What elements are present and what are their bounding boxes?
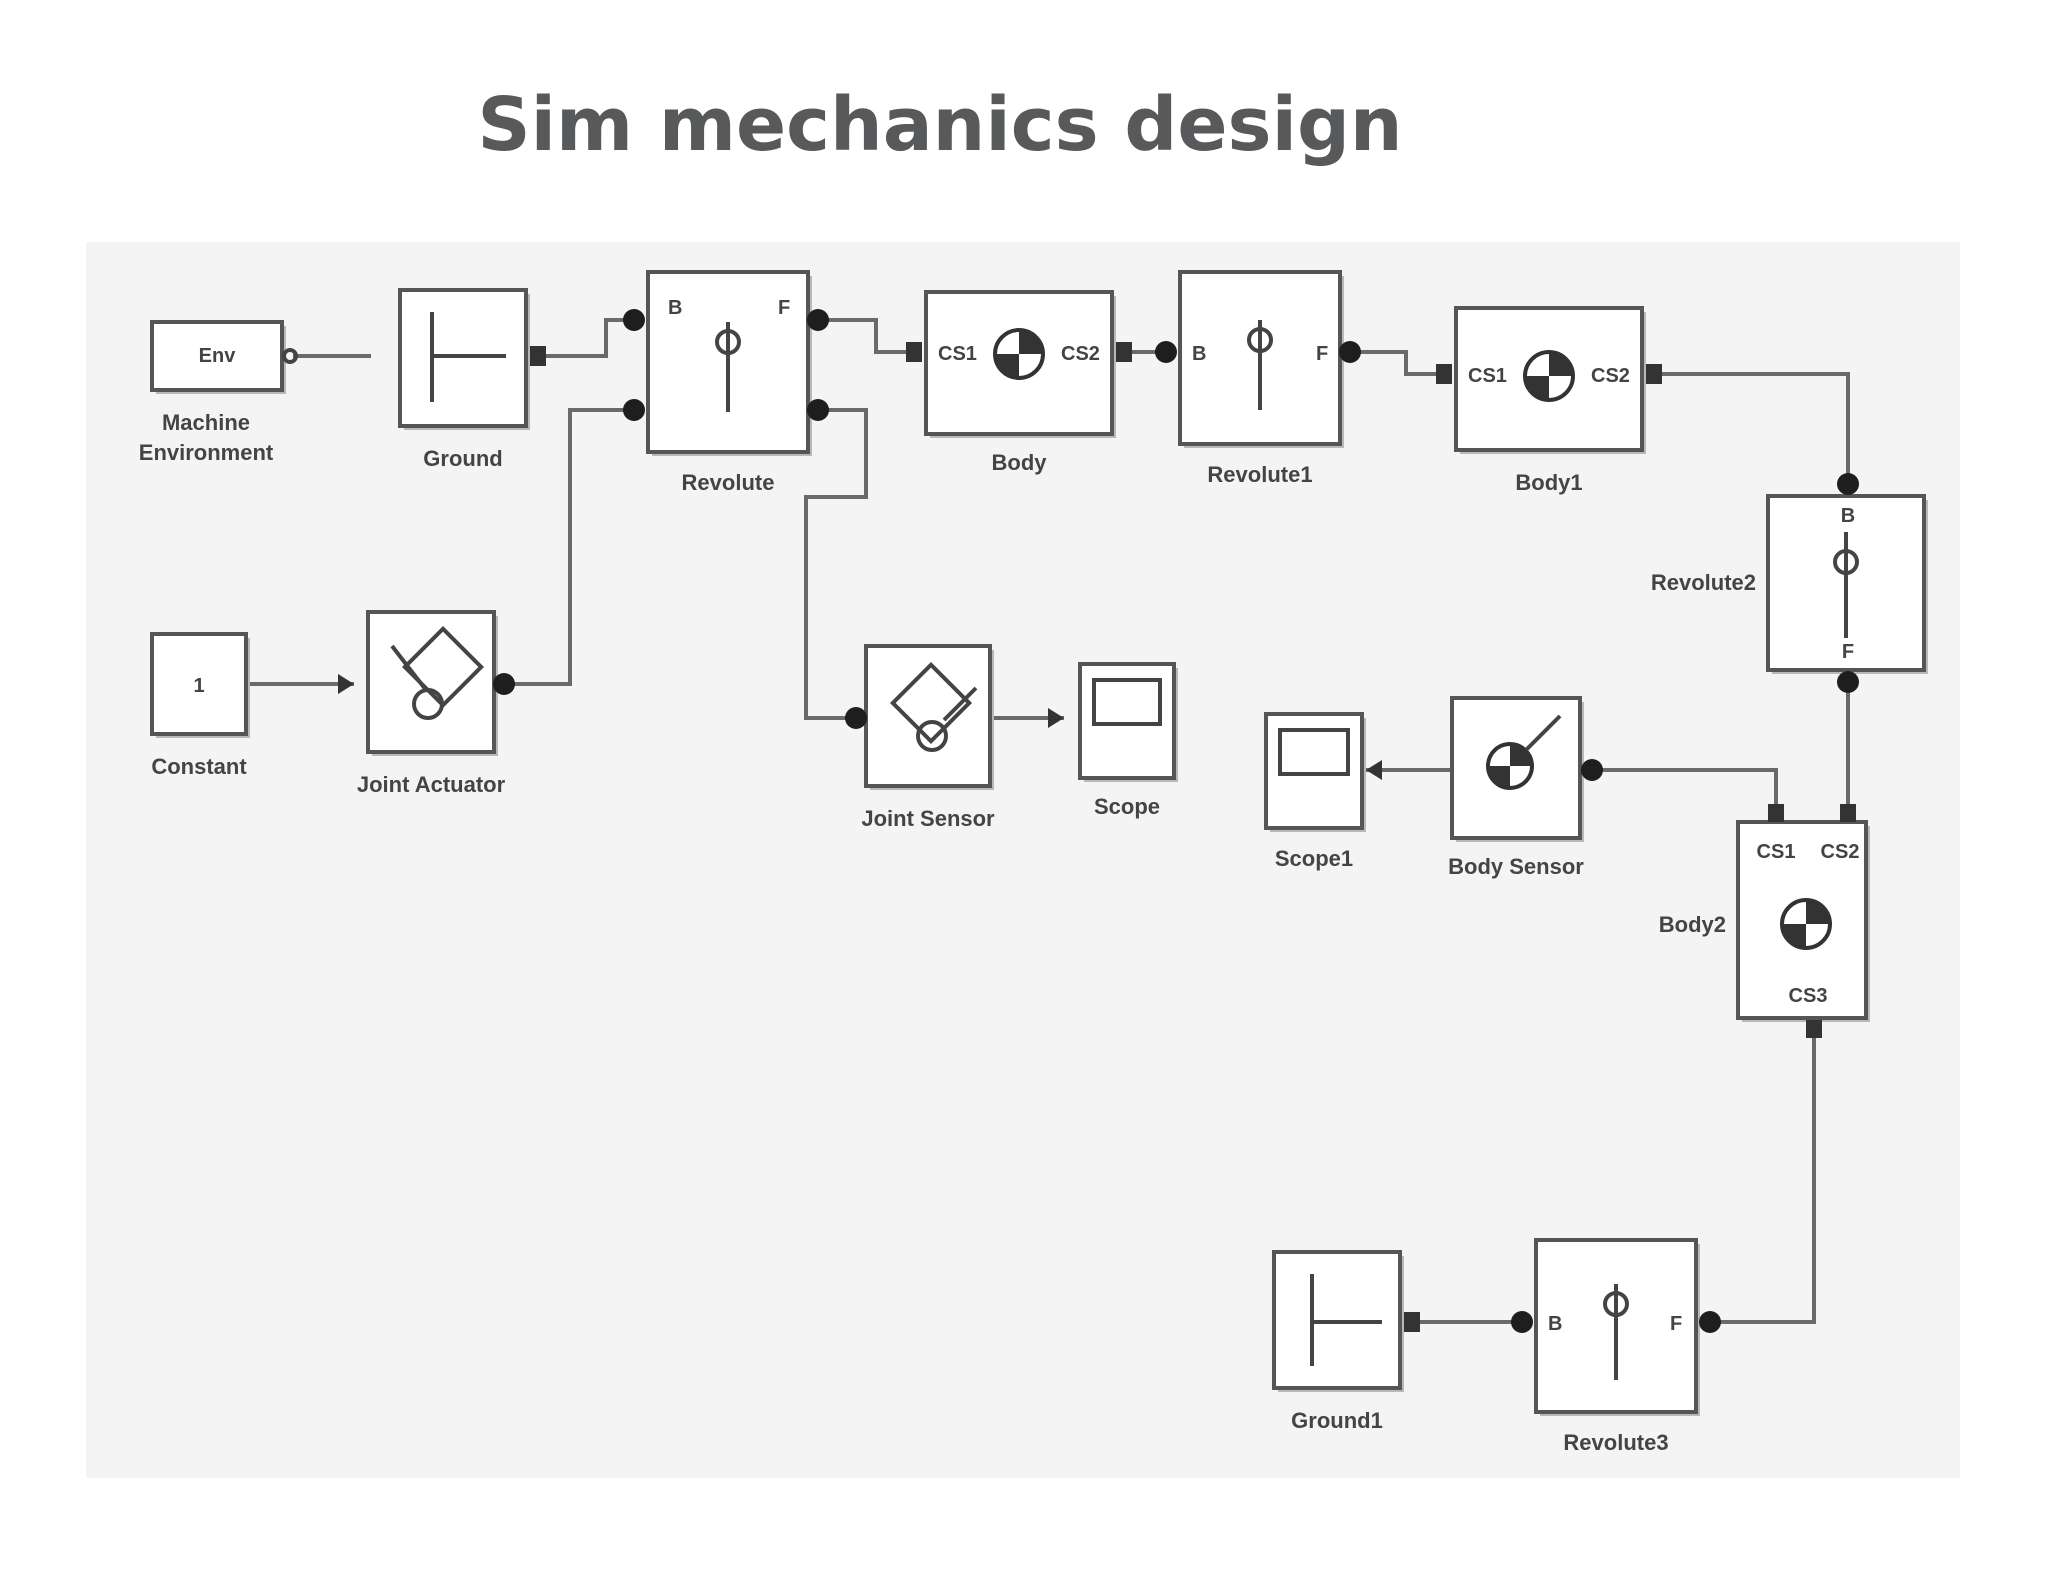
revolute3-label: Revolute3	[1563, 1430, 1668, 1455]
body1-label: Body1	[1515, 470, 1582, 495]
joint-sensor-icon	[889, 661, 978, 752]
machine-env-label-line2: Environment	[139, 440, 274, 465]
env-block-text: Env	[199, 345, 237, 367]
port-icon[interactable]	[493, 673, 515, 695]
block-scope[interactable]: Scope	[1078, 662, 1178, 819]
body1-port-cs1-label: CS1	[1468, 365, 1507, 387]
block-body2[interactable]: CS1 CS2 CS3 Body2	[1659, 804, 1870, 1038]
connection-port-icon[interactable]	[1768, 804, 1784, 822]
machine-env-label-line1: Machine	[162, 410, 250, 435]
connection-port-icon	[282, 348, 298, 364]
signal-arrowheads	[338, 674, 1382, 780]
port-icon[interactable]	[807, 399, 829, 421]
arrowhead-icon	[338, 674, 354, 694]
revolute2-port-b-label: B	[1841, 505, 1855, 527]
block-body1[interactable]: CS1 CS2 Body1	[1436, 306, 1662, 495]
port-icon[interactable]	[623, 309, 645, 331]
body1-port-cs2-label: CS2	[1591, 365, 1630, 387]
ground-label: Ground	[423, 446, 502, 471]
connection-port-icon[interactable]	[1116, 342, 1132, 362]
body2-port-cs3-label: CS3	[1789, 985, 1828, 1007]
scope-screen-icon	[1278, 728, 1350, 776]
revolute-port-b-label: B	[668, 297, 682, 319]
revolute1-port-b-label: B	[1192, 343, 1206, 365]
body2-port-cs1-label: CS1	[1757, 841, 1796, 863]
block-ground[interactable]: Ground	[398, 288, 546, 471]
body-port-cs1-label: CS1	[938, 343, 977, 365]
body-mass-icon	[1780, 898, 1832, 950]
port-icon[interactable]	[1837, 473, 1859, 495]
arrowhead-icon	[1048, 708, 1064, 728]
joint-sensor-label: Joint Sensor	[861, 806, 995, 831]
scope-screen-icon	[1092, 678, 1162, 726]
revolute3-port-f-label: F	[1670, 1313, 1682, 1335]
ground1-label: Ground1	[1291, 1408, 1383, 1433]
port-icon[interactable]	[1581, 759, 1603, 781]
joint-actuator-label: Joint Actuator	[357, 772, 506, 797]
block-body[interactable]: CS1 CS2 Body	[906, 290, 1132, 475]
revolute2-port-f-label: F	[1842, 641, 1854, 663]
body2-port-cs2-label: CS2	[1821, 841, 1860, 863]
body-mass-icon	[1523, 350, 1575, 402]
block-revolute[interactable]: B F Revolute	[623, 270, 829, 495]
body-mass-icon	[993, 328, 1045, 380]
body-port-cs2-label: CS2	[1061, 343, 1100, 365]
block-revolute2[interactable]: B F Revolute2	[1651, 473, 1928, 693]
connection-port-icon[interactable]	[1436, 364, 1452, 384]
block-constant[interactable]: 1 Constant	[150, 632, 250, 779]
simulink-canvas[interactable]: Env Machine Environment Ground B F Revol…	[86, 242, 1960, 1478]
revolute1-port-f-label: F	[1316, 343, 1328, 365]
body-sensor-icon	[1486, 714, 1562, 790]
constant-label: Constant	[151, 754, 247, 779]
port-icon[interactable]	[1155, 341, 1177, 363]
revolute1-label: Revolute1	[1207, 462, 1312, 487]
body2-label: Body2	[1659, 912, 1726, 937]
wire-revolute-body[interactable]	[818, 318, 906, 354]
port-icon[interactable]	[1699, 1311, 1721, 1333]
block-scope1[interactable]: Scope1	[1264, 712, 1366, 871]
wire-jointactuator-revolute[interactable]	[504, 408, 634, 686]
connection-port-icon[interactable]	[1806, 1020, 1822, 1038]
wire-body1-revolute2[interactable]	[1652, 372, 1850, 484]
connection-port-icon[interactable]	[1404, 1312, 1420, 1332]
port-icon[interactable]	[1339, 341, 1361, 363]
port-icon[interactable]	[807, 309, 829, 331]
port-icon[interactable]	[623, 399, 645, 421]
block-revolute1[interactable]: B F Revolute1	[1155, 270, 1361, 487]
connection-port-icon	[530, 346, 546, 366]
arrowhead-icon	[1366, 760, 1382, 780]
body-sensor-label: Body Sensor	[1448, 854, 1584, 879]
block-machine-environment[interactable]: Env Machine Environment	[139, 320, 298, 465]
constant-value: 1	[193, 675, 204, 697]
joint-actuator-icon	[390, 625, 485, 720]
scope-label: Scope	[1094, 794, 1160, 819]
wire-ground-revolute[interactable]	[546, 318, 634, 358]
model-diagram[interactable]: Env Machine Environment Ground B F Revol…	[86, 242, 1960, 1478]
wire-revolute1-body1[interactable]	[1350, 350, 1436, 376]
revolute-label: Revolute	[682, 470, 775, 495]
revolute-port-f-label: F	[778, 297, 790, 319]
revolute2-label: Revolute2	[1651, 570, 1756, 595]
scope1-label: Scope1	[1275, 846, 1353, 871]
wire-revolute-jointsensor[interactable]	[804, 408, 868, 720]
slide-title: Sim mechanics design	[477, 82, 1403, 168]
block-ground1[interactable]: Ground1	[1272, 1250, 1420, 1433]
port-icon[interactable]	[1511, 1311, 1533, 1333]
block-revolute3[interactable]: B F Revolute3	[1511, 1238, 1721, 1455]
block-joint-actuator[interactable]: Joint Actuator	[357, 610, 515, 797]
block-body-sensor[interactable]: Body Sensor	[1448, 696, 1603, 879]
wire-bodysensor-body2[interactable]	[1592, 768, 1778, 814]
connection-port-icon[interactable]	[906, 342, 922, 362]
wire-body2-revolute3[interactable]	[1710, 1030, 1816, 1324]
revolute3-port-b-label: B	[1548, 1313, 1562, 1335]
connection-port-icon[interactable]	[1646, 364, 1662, 384]
port-icon[interactable]	[845, 707, 867, 729]
port-icon[interactable]	[1837, 671, 1859, 693]
connection-port-icon[interactable]	[1840, 804, 1856, 822]
block-joint-sensor[interactable]: Joint Sensor	[845, 644, 995, 831]
body-label: Body	[992, 450, 1048, 475]
